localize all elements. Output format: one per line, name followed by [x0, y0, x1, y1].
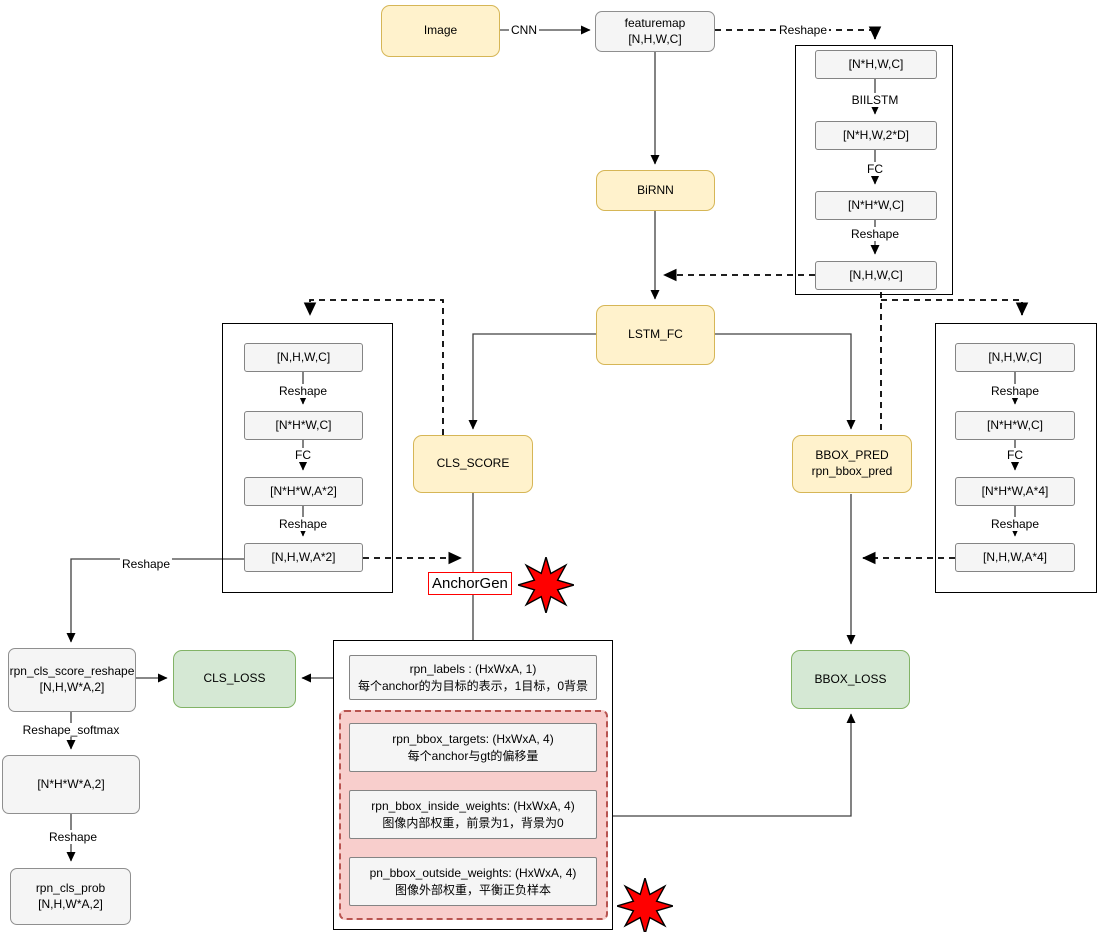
image-label: Image — [423, 23, 458, 38]
lg-edge-label-reshape1: Reshape — [276, 384, 330, 398]
lg-box-2: [N*H*W,C] — [244, 411, 363, 440]
rg-edge-label-fc: FC — [1005, 448, 1025, 462]
rg-box-1-label: [N,H,W,C] — [988, 350, 1042, 365]
rg-box-1: [N,H,W,C] — [955, 343, 1075, 372]
rg-box-4: [N,H,W,A*4] — [955, 543, 1075, 572]
tr-box-3: [N*H*W,C] — [815, 191, 937, 220]
edge-reshape-to-clsscorereshape — [66, 558, 244, 643]
edge-weights-to-bboxloss — [608, 713, 856, 817]
group-top-right — [795, 45, 953, 295]
rg-edge-label-reshape2: Reshape — [988, 517, 1042, 531]
lstm-fc-node: LSTM_FC — [596, 305, 715, 365]
tr-box-2: [N*H,W,2*D] — [815, 121, 937, 150]
rg-box-3: [N*H*W,A*4] — [955, 477, 1075, 506]
cls-loss-node: CLS_LOSS — [173, 650, 296, 708]
rpn-cls-prob-label: rpn_cls_prob — [35, 880, 106, 895]
tr-box-3-label: [N*H*W,C] — [847, 198, 904, 213]
group-left — [222, 323, 393, 593]
rpn-bbox-inside-weights-desc: 图像内部权重，前景为1，背景为0 — [382, 815, 564, 830]
tr-box-1-label: [N*H,W,C] — [848, 57, 904, 72]
birnn-node: BiRNN — [596, 170, 715, 211]
rpn-bbox-inside-weights-box: rpn_bbox_inside_weights: (HxWxA, 4) 图像内部… — [349, 790, 597, 839]
reshape-softmax-edge-label: Reshape_softmax — [20, 723, 122, 737]
nhwa2-node: [N*H*W*A,2] — [2, 755, 140, 814]
group-right — [935, 323, 1097, 593]
rpn-bbox-targets-desc: 每个anchor与gt的偏移量 — [407, 748, 539, 763]
bbox-loss-node: BBOX_LOSS — [791, 650, 910, 709]
star-burst-icon — [518, 557, 574, 613]
featuremap-node: featuremap [N,H,W,C] — [595, 11, 715, 52]
rg-box-4-label: [N,H,W,A*4] — [982, 550, 1047, 565]
featuremap-label: featuremap — [624, 15, 686, 30]
bbox-pred-node: BBOX_PRED rpn_bbox_pred — [792, 435, 912, 493]
edge-dashed-to-rightgroup — [881, 299, 1029, 316]
anchorgen-node: AnchorGen — [428, 572, 512, 595]
tr-edge-label-fc: FC — [865, 162, 885, 176]
cls-score-label: CLS_SCORE — [436, 456, 510, 471]
cls-score-node: CLS_SCORE — [413, 435, 533, 493]
tr-edge-label-biilstm: BIILSTM — [849, 93, 901, 107]
reshape-left-edge-label: Reshape — [119, 557, 173, 571]
rpn-cls-score-reshape-node: rpn_cls_score_reshape [N,H,W*A,2] — [8, 648, 136, 712]
rg-edge-label-reshape1: Reshape — [988, 384, 1042, 398]
rpn-bbox-inside-weights-title: rpn_bbox_inside_weights: (HxWxA, 4) — [371, 799, 575, 814]
tr-edge-label-reshape: Reshape — [848, 227, 902, 241]
rpn-cls-prob-shape: [N,H,W*A,2] — [38, 896, 103, 911]
lg-box-2-label: [N*H*W,C] — [275, 418, 332, 433]
nhwa2-label: [N*H*W*A,2] — [37, 776, 105, 791]
featuremap-shape: [N,H,W,C] — [628, 31, 682, 46]
reshape-bottom-edge-label: Reshape — [46, 830, 100, 844]
rpn-labels-title: rpn_labels : (HxWxA, 1) — [409, 662, 537, 677]
rpn-bbox-targets-box: rpn_bbox_targets: (HxWxA, 4) 每个anchor与gt… — [349, 723, 597, 772]
rpn-labels-desc: 每个anchor的为目标的表示，1目标，0背景 — [357, 678, 589, 693]
image-node: Image — [381, 5, 500, 57]
reshape-top-edge-label: Reshape — [776, 23, 830, 37]
tr-box-1: [N*H,W,C] — [815, 50, 937, 79]
cls-loss-label: CLS_LOSS — [203, 671, 266, 686]
bbox-pred-sublabel: rpn_bbox_pred — [811, 464, 893, 478]
rpn-bbox-targets-title: rpn_bbox_targets: (HxWxA, 4) — [392, 732, 554, 747]
edge-lstmfc-to-clsscore — [468, 333, 596, 430]
tr-box-4-label: [N,H,W,C] — [849, 268, 903, 283]
rpn-cls-score-reshape-label: rpn_cls_score_reshape — [9, 664, 135, 679]
lg-box-1-label: [N,H,W,C] — [276, 350, 331, 365]
rg-box-3-label: [N*H*W,A*4] — [981, 484, 1049, 499]
lg-box-1: [N,H,W,C] — [244, 343, 363, 372]
rpn-labels-box: rpn_labels : (HxWxA, 1) 每个anchor的为目标的表示，… — [349, 655, 597, 700]
rg-box-2-label: [N*H*W,C] — [986, 418, 1043, 433]
tr-box-2-label: [N*H,W,2*D] — [842, 128, 909, 143]
lg-edge-label-reshape2: Reshape — [276, 517, 330, 531]
bbox-pred-label: BBOX_PRED — [815, 448, 889, 463]
rpn-cls-prob-node: rpn_cls_prob [N,H,W*A,2] — [10, 868, 131, 925]
lg-box-3: [N*H*W,A*2] — [244, 477, 363, 506]
pn-bbox-outside-weights-desc: 图像外部权重，平衡正负样本 — [394, 882, 551, 897]
birnn-label: BiRNN — [637, 182, 674, 197]
lg-box-3-label: [N*H*W,A*2] — [270, 484, 337, 499]
pn-bbox-outside-weights-title: pn_bbox_outside_weights: (HxWxA, 4) — [369, 866, 577, 881]
lg-edge-label-fc: FC — [293, 448, 313, 462]
lstm-fc-label: LSTM_FC — [628, 327, 683, 342]
cnn-edge-label: CNN — [509, 23, 539, 37]
lg-box-4: [N,H,W,A*2] — [244, 543, 363, 572]
bbox-loss-label: BBOX_LOSS — [814, 671, 887, 686]
edge-lstmfc-to-bboxpred — [715, 333, 856, 430]
rpn-cls-score-reshape-shape: [N,H,W*A,2] — [39, 680, 105, 694]
star-burst-icon-2 — [617, 878, 673, 932]
rg-box-2: [N*H*W,C] — [955, 411, 1075, 440]
tr-box-4: [N,H,W,C] — [815, 261, 937, 290]
lg-box-4-label: [N,H,W,A*2] — [271, 550, 336, 565]
pn-bbox-outside-weights-box: pn_bbox_outside_weights: (HxWxA, 4) 图像外部… — [349, 857, 597, 906]
